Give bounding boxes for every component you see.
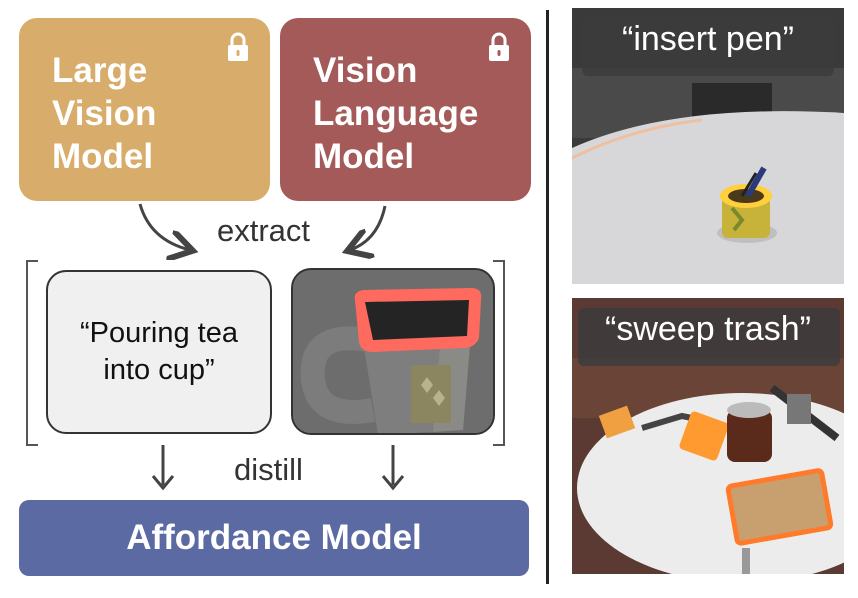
distill-arrows: [151, 445, 405, 491]
lock-icon: [489, 32, 509, 61]
scene-caption: “sweep trash”: [605, 310, 811, 348]
distill-label: distill: [234, 452, 303, 487]
lvm-line1: Large: [52, 51, 148, 90]
vlm-line2: Language: [313, 94, 479, 133]
vision-language-model-box: Vision Language Model: [280, 18, 531, 201]
text-prompt-card: “Pouring tea into cup”: [46, 270, 272, 434]
vertical-divider: [546, 10, 549, 584]
scene-insert-pen: “insert pen”: [572, 8, 844, 284]
text-prompt: “Pouring tea into cup”: [80, 317, 238, 386]
arrow-icon: [350, 205, 387, 250]
vlm-line1: Vision: [313, 51, 418, 90]
affordance-model-box: Affordance Model: [19, 500, 529, 576]
caption-background: [578, 308, 840, 366]
mug-image-card: [291, 268, 495, 435]
lvm-line3: Model: [52, 137, 154, 176]
scene-caption: “insert pen”: [622, 20, 794, 58]
mug-icon: [293, 270, 493, 433]
lock-icon: [228, 32, 248, 61]
large-vision-model-box: Large Vision Model: [19, 18, 270, 201]
extract-arrows: [138, 203, 387, 260]
lvm-line2: Vision: [52, 94, 157, 133]
affordance-model-label: Affordance Model: [126, 518, 422, 557]
arrow-icon: [138, 203, 190, 250]
caption-background: [582, 18, 834, 76]
left-bracket: [26, 260, 38, 446]
scene-sweep-trash: “sweep trash”: [572, 298, 844, 574]
extract-label: extract: [217, 213, 311, 248]
right-bracket: [493, 260, 505, 446]
vlm-line3: Model: [313, 137, 415, 176]
